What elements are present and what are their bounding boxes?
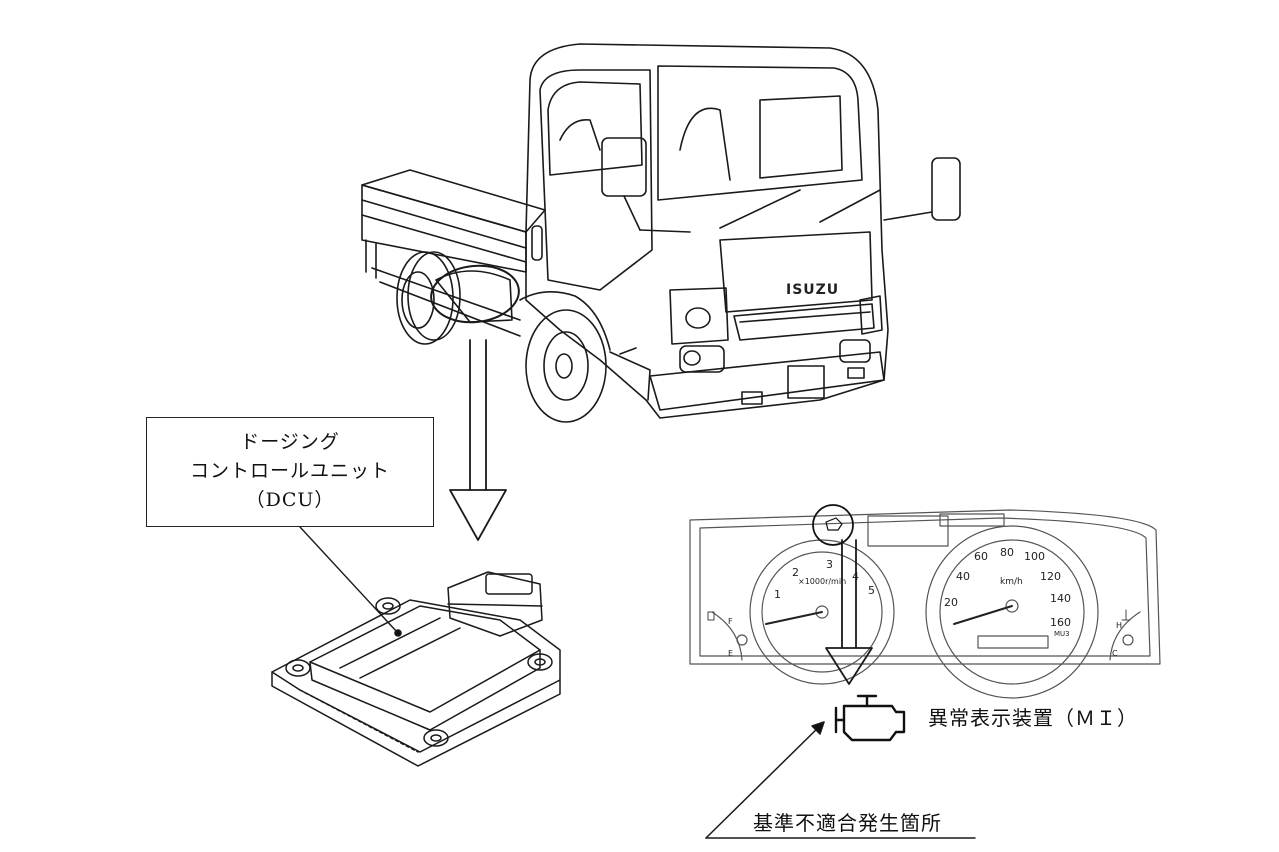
dcu-label-box: ドージング コントロールユニット （DCU） (146, 417, 434, 527)
dcu-pointer-arrow (449, 339, 507, 541)
dcu-unit-illustration (271, 571, 561, 767)
dcu-label-line2: コントロールユニット (189, 460, 390, 482)
speed-tick: 80 (1000, 546, 1014, 559)
dcu-label-line1: ドージング (240, 431, 340, 453)
dcu-leader-dot (394, 629, 402, 637)
temp-hot-label: H (1116, 621, 1122, 630)
truck-illustration (361, 43, 961, 423)
temp-cold-label: C (1112, 649, 1118, 658)
speed-tick: 100 (1024, 550, 1045, 563)
dcu-label-line3: （DCU） (245, 489, 335, 511)
tach-tick: 3 (826, 558, 833, 571)
speed-tick: 120 (1040, 570, 1061, 583)
speedometer-tick-labels: 20 40 60 80 100 120 140 160 km/h MU3 F E… (728, 546, 1122, 658)
tach-tick: 5 (868, 584, 875, 597)
engine-warning-icon (834, 694, 906, 742)
coolant-temp-icon (1121, 609, 1131, 621)
truck-brand-logo: ISUZU (786, 282, 839, 298)
fault-pointer-arrow (705, 721, 976, 839)
tach-unit: ×1000r/min (798, 577, 846, 586)
fuel-pump-icon (707, 611, 715, 621)
tach-tick: 1 (774, 588, 781, 601)
speed-tick: 140 (1050, 592, 1071, 605)
fuel-empty-label: E (728, 649, 733, 658)
speed-tick: 20 (944, 596, 958, 609)
speed-unit: km/h (1000, 577, 1023, 587)
mi-label: 異常表示装置（ＭＩ） (928, 706, 1138, 730)
mi-pointer-arrow (825, 539, 873, 685)
speed-tick: 160 (1050, 616, 1071, 629)
dcu-leader-line (299, 526, 398, 633)
tachometer-tick-labels: 1 2 3 4 5 ×1000r/min (774, 558, 875, 601)
tach-tick: 2 (792, 566, 799, 579)
fault-location-label: 基準不適合発生箇所 (753, 811, 942, 835)
instrument-cluster (689, 504, 1161, 699)
fuel-full-label: F (728, 617, 733, 626)
speed-sub: MU3 (1054, 630, 1070, 638)
speed-tick: 60 (974, 550, 988, 563)
speed-tick: 40 (956, 570, 970, 583)
